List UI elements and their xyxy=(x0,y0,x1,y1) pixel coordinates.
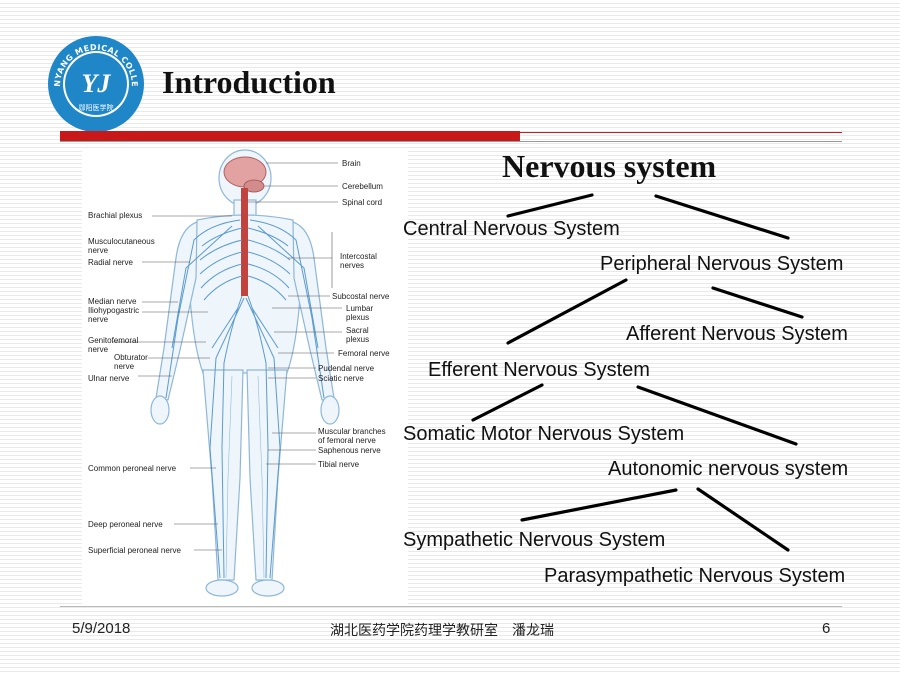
header-grey-rule xyxy=(60,141,842,142)
label-sciatic-nerve: Sciatic nerve xyxy=(318,374,364,383)
label-subcostal-nerve: Subcostal nerve xyxy=(332,292,390,301)
college-seal-icon: YUNYANG MEDICAL COLLEGE YJ 郧阳医学院 xyxy=(42,27,146,134)
nervous-system-hierarchy: Nervous system Central Nervous System Pe… xyxy=(400,145,900,595)
node-sympathetic-nervous-system: Sympathetic Nervous System xyxy=(403,529,666,551)
node-afferent-nervous-system: Afferent Nervous System xyxy=(626,323,848,345)
footer-rule xyxy=(60,606,842,607)
label-superficial-peroneal-nerve: Superficial peroneal nerve xyxy=(88,546,181,555)
node-efferent-nervous-system: Efferent Nervous System xyxy=(428,359,650,381)
header-red-rule xyxy=(60,131,520,141)
label-femoral-nerve: Femoral nerve xyxy=(338,349,390,358)
label-median-nerve: Median nerve xyxy=(88,297,137,306)
logo-bottom-text: 郧阳医学院 xyxy=(79,103,114,112)
nervous-system-figure: Brain Cerebellum Spinal cord Intercostal… xyxy=(82,148,408,606)
label-genitofemoral-nerve: Genitofemoral nerve xyxy=(88,336,139,354)
label-saphenous-nerve: Saphenous nerve xyxy=(318,446,381,455)
hierarchy-connectors xyxy=(471,193,804,552)
footer-date: 5/9/2018 xyxy=(72,620,131,637)
label-common-peroneal-nerve: Common peroneal nerve xyxy=(88,464,177,473)
label-musculocutaneous-nerve: Musculocutaneous nerve xyxy=(88,237,155,255)
label-brain: Brain xyxy=(342,159,361,168)
label-muscular-branches: Muscular branches of femoral nerve xyxy=(318,427,386,445)
node-parasympathetic-nervous-system: Parasympathetic Nervous System xyxy=(544,565,846,587)
node-autonomic-nervous-system: Autonomic nervous system xyxy=(608,458,849,480)
label-obturator-nerve: Obturator nerve xyxy=(114,353,148,371)
footer-institution: 湖北医药学院药理学教研室 潘龙瑞 xyxy=(330,623,554,639)
node-somatic-motor-nervous-system: Somatic Motor Nervous System xyxy=(403,423,685,445)
label-intercostal-nerves: Intercostal nerves xyxy=(340,252,377,270)
node-peripheral-nervous-system: Peripheral Nervous System xyxy=(600,253,844,275)
label-sacral-plexus: Sacral plexus xyxy=(346,326,370,344)
label-iliohypogastric-nerve: Iliohypogastric nerve xyxy=(88,306,140,324)
label-ulnar-nerve: Ulnar nerve xyxy=(88,374,130,383)
node-central-nervous-system: Central Nervous System xyxy=(403,218,620,240)
label-deep-peroneal-nerve: Deep peroneal nerve xyxy=(88,520,163,529)
slide-title: Introduction xyxy=(162,64,336,100)
human-body-illustration xyxy=(112,149,342,597)
label-brachial-plexus: Brachial plexus xyxy=(88,211,143,220)
label-tibial-nerve: Tibial nerve xyxy=(318,460,360,469)
label-radial-nerve: Radial nerve xyxy=(88,258,133,267)
header-thin-rule xyxy=(520,132,842,133)
label-pudendal-nerve: Pudendal nerve xyxy=(318,364,375,373)
node-nervous-system: Nervous system xyxy=(502,148,717,184)
logo-monogram: YJ xyxy=(82,69,112,98)
label-cerebellum: Cerebellum xyxy=(342,182,383,191)
label-lumbar-plexus: Lumbar plexus xyxy=(346,304,374,322)
label-spinal-cord: Spinal cord xyxy=(342,198,383,207)
footer-page-number: 6 xyxy=(822,620,831,637)
